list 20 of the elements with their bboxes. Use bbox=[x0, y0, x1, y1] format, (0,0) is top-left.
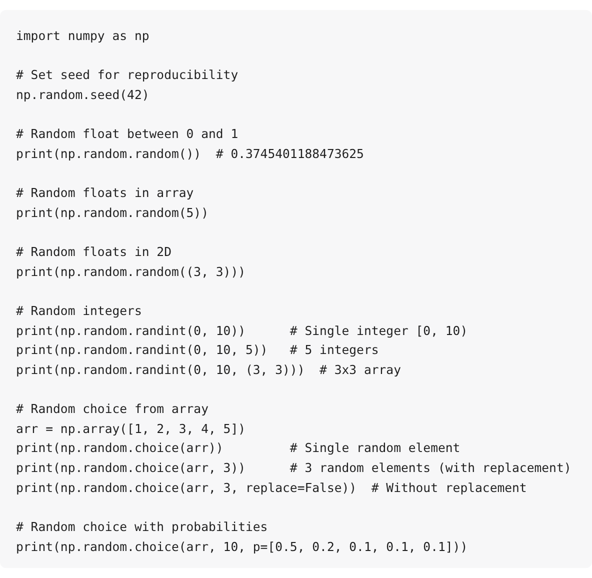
code-line: # Random choice with probabilities bbox=[16, 519, 268, 536]
code-line: print(np.random.randint(0, 10, 5)) # 5 integers bbox=[16, 342, 379, 360]
code-line: # Random floats in array bbox=[16, 185, 194, 202]
code-line: arr = np.array([1, 2, 3, 4, 5]) bbox=[16, 420, 246, 438]
code-line: np.random.seed(42) bbox=[16, 86, 150, 104]
code-line: print(np.random.random((3, 3))) bbox=[16, 264, 246, 281]
code-line: print(np.random.randint(0, 10)) # Single integer [0, 10) bbox=[16, 322, 468, 340]
code-line: print(np.random.choice(arr, 3, replace=False)) # Without replacement bbox=[16, 480, 527, 497]
code-line: print(np.random.random(5)) bbox=[16, 204, 208, 222]
code-line: print(np.random.randint(0, 10, (3, 3))) # 3x3 array bbox=[16, 362, 401, 379]
code-line: # Random integers bbox=[16, 302, 142, 320]
code-line: import numpy as np bbox=[16, 28, 150, 45]
code-line: # Random float between 0 and 1 bbox=[16, 126, 238, 144]
code-line: # Random floats in 2D bbox=[16, 244, 172, 262]
code-line: # Set seed for reproducibility bbox=[16, 67, 238, 84]
code-line: print(np.random.choice(arr)) # Single random element bbox=[16, 440, 460, 458]
code-line: print(np.random.choice(arr, 3)) # 3 random elements (with replacement) bbox=[16, 460, 572, 478]
code-line: print(np.random.choice(arr, 10, p=[0.5, 0.2, 0.1, 0.1, 0.1])) bbox=[16, 538, 468, 556]
code-line: # Random choice from array bbox=[16, 401, 208, 418]
code-line: print(np.random.random()) # 0.3745401188473625 bbox=[16, 146, 364, 163]
